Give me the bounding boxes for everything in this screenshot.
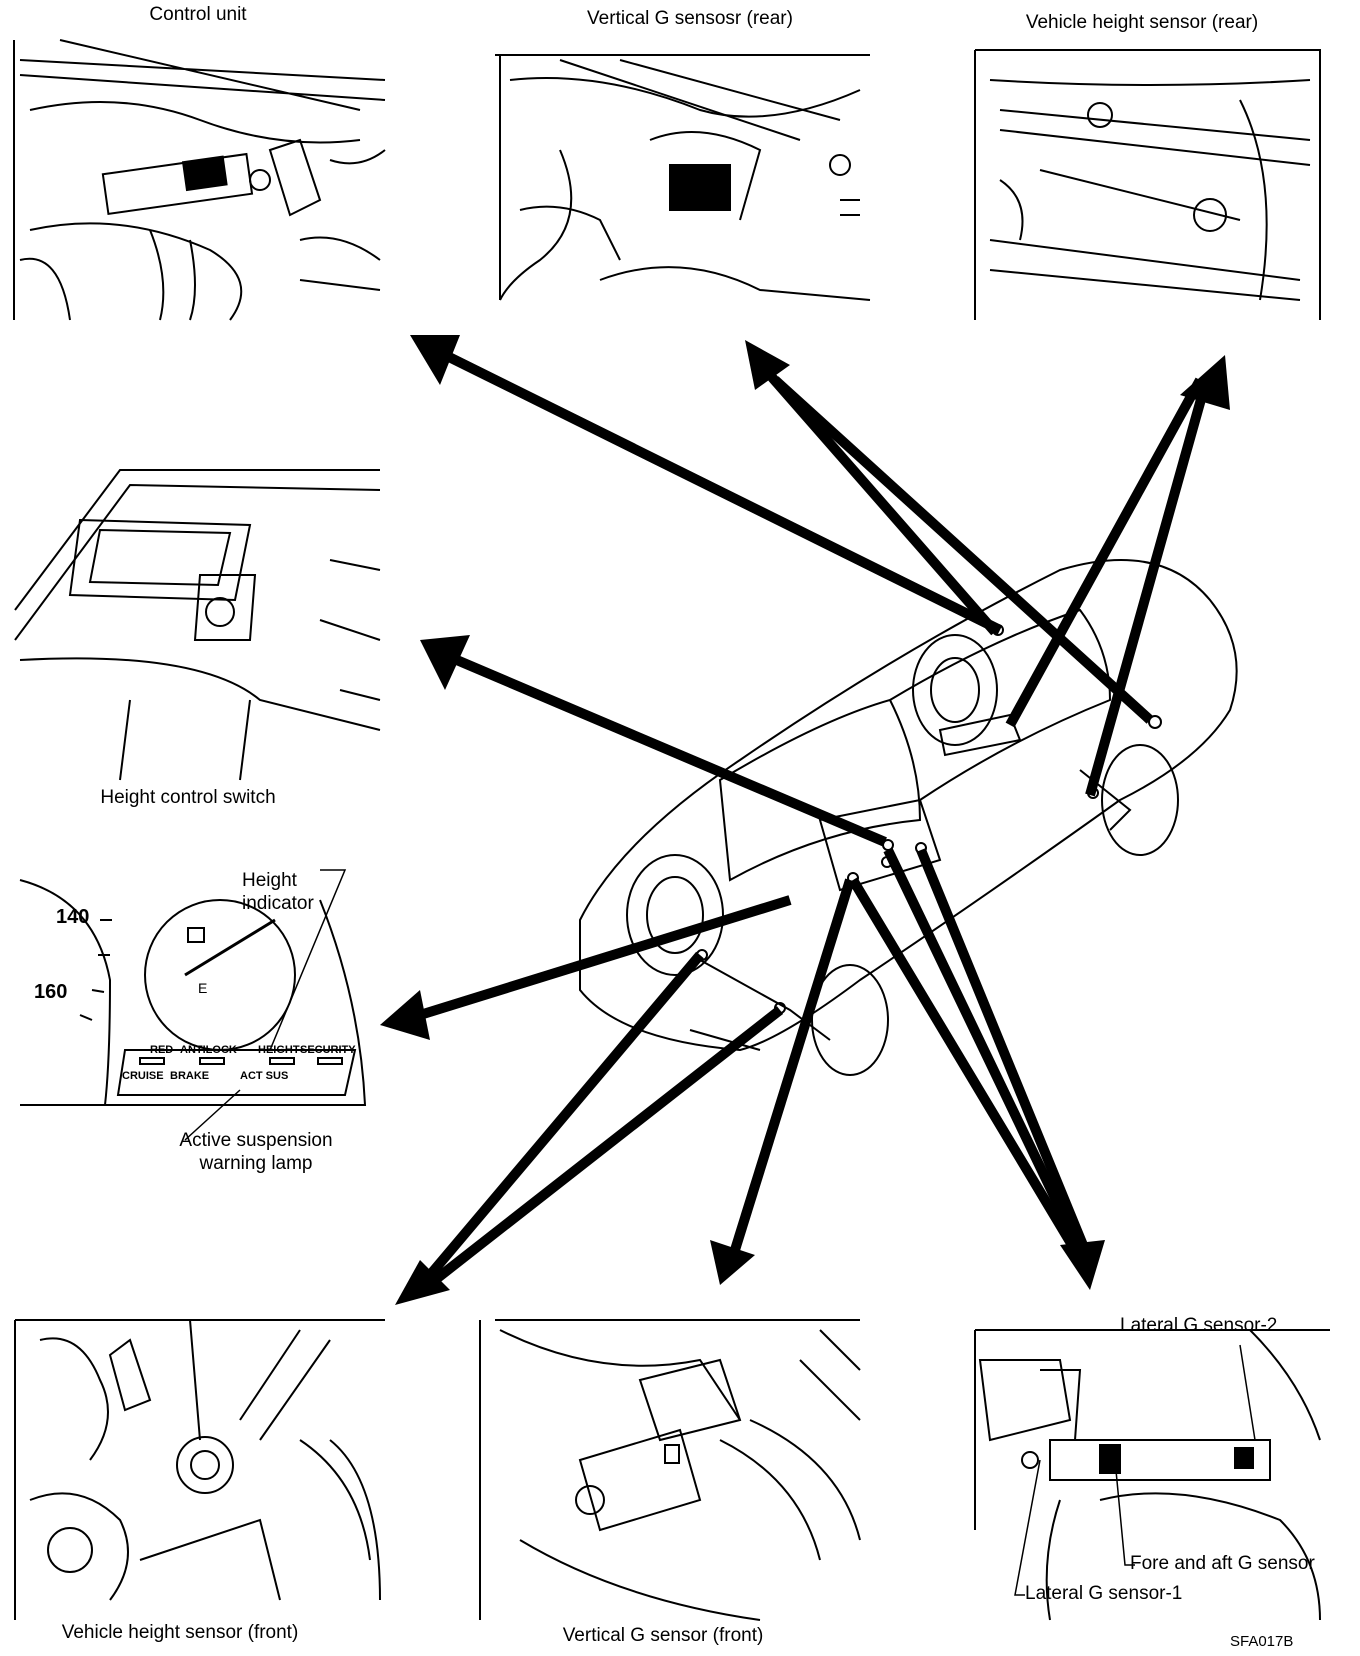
instrument-cluster-illustration — [19, 869, 367, 1141]
pointer-arrows — [380, 335, 1230, 1305]
lateral-g-sensor-2-label: Lateral G sensor-2 — [1120, 1315, 1278, 1336]
lamp-red: RED — [150, 1044, 174, 1056]
speed-140-label: 140 — [56, 906, 90, 928]
control-unit-label: Control unit — [149, 4, 247, 25]
vertical-g-rear-illustration — [495, 54, 871, 301]
height-sensor-front-illustration — [14, 1319, 385, 1620]
vertical-g-rear-label: Vertical G sensosr (rear) — [587, 8, 793, 29]
height-sensor-front-label: Vehicle height sensor (front) — [61, 1622, 299, 1643]
lamp-security: SECURITY — [300, 1044, 356, 1056]
height-indicator-label: Height indicator — [242, 870, 314, 914]
lateral-g-illustration — [974, 1329, 1330, 1621]
lateral-g-sensor-1-label: Lateral G sensor-1 — [1025, 1583, 1183, 1604]
fore-aft-g-sensor-label: Fore and aft G sensor — [1130, 1553, 1315, 1574]
control-unit-illustration — [13, 39, 386, 321]
height-control-switch-illustration — [14, 469, 381, 781]
vertical-g-front-illustration — [479, 1319, 861, 1621]
lamp-height: HEIGHT — [258, 1044, 300, 1056]
lamp-antilock: ANTILOCK — [180, 1044, 237, 1056]
height-sensor-rear-illustration — [974, 49, 1321, 320]
height-sensor-rear-label: Vehicle height sensor (rear) — [1025, 12, 1259, 33]
active-suspension-warning-lamp-label: Active suspension warning lamp — [179, 1130, 333, 1174]
lamp-act-sus: ACT SUS — [240, 1070, 289, 1082]
lamp-cruise: CRUISE — [122, 1070, 164, 1082]
speed-160-label: 160 — [34, 981, 68, 1003]
lamp-brake: BRAKE — [170, 1070, 210, 1082]
height-control-switch-label: Height control switch — [100, 787, 276, 808]
fuel-empty-label: E — [198, 980, 208, 996]
vertical-g-front-label: Vertical G sensor (front) — [562, 1625, 764, 1646]
figure-code: SFA017B — [1230, 1633, 1294, 1650]
